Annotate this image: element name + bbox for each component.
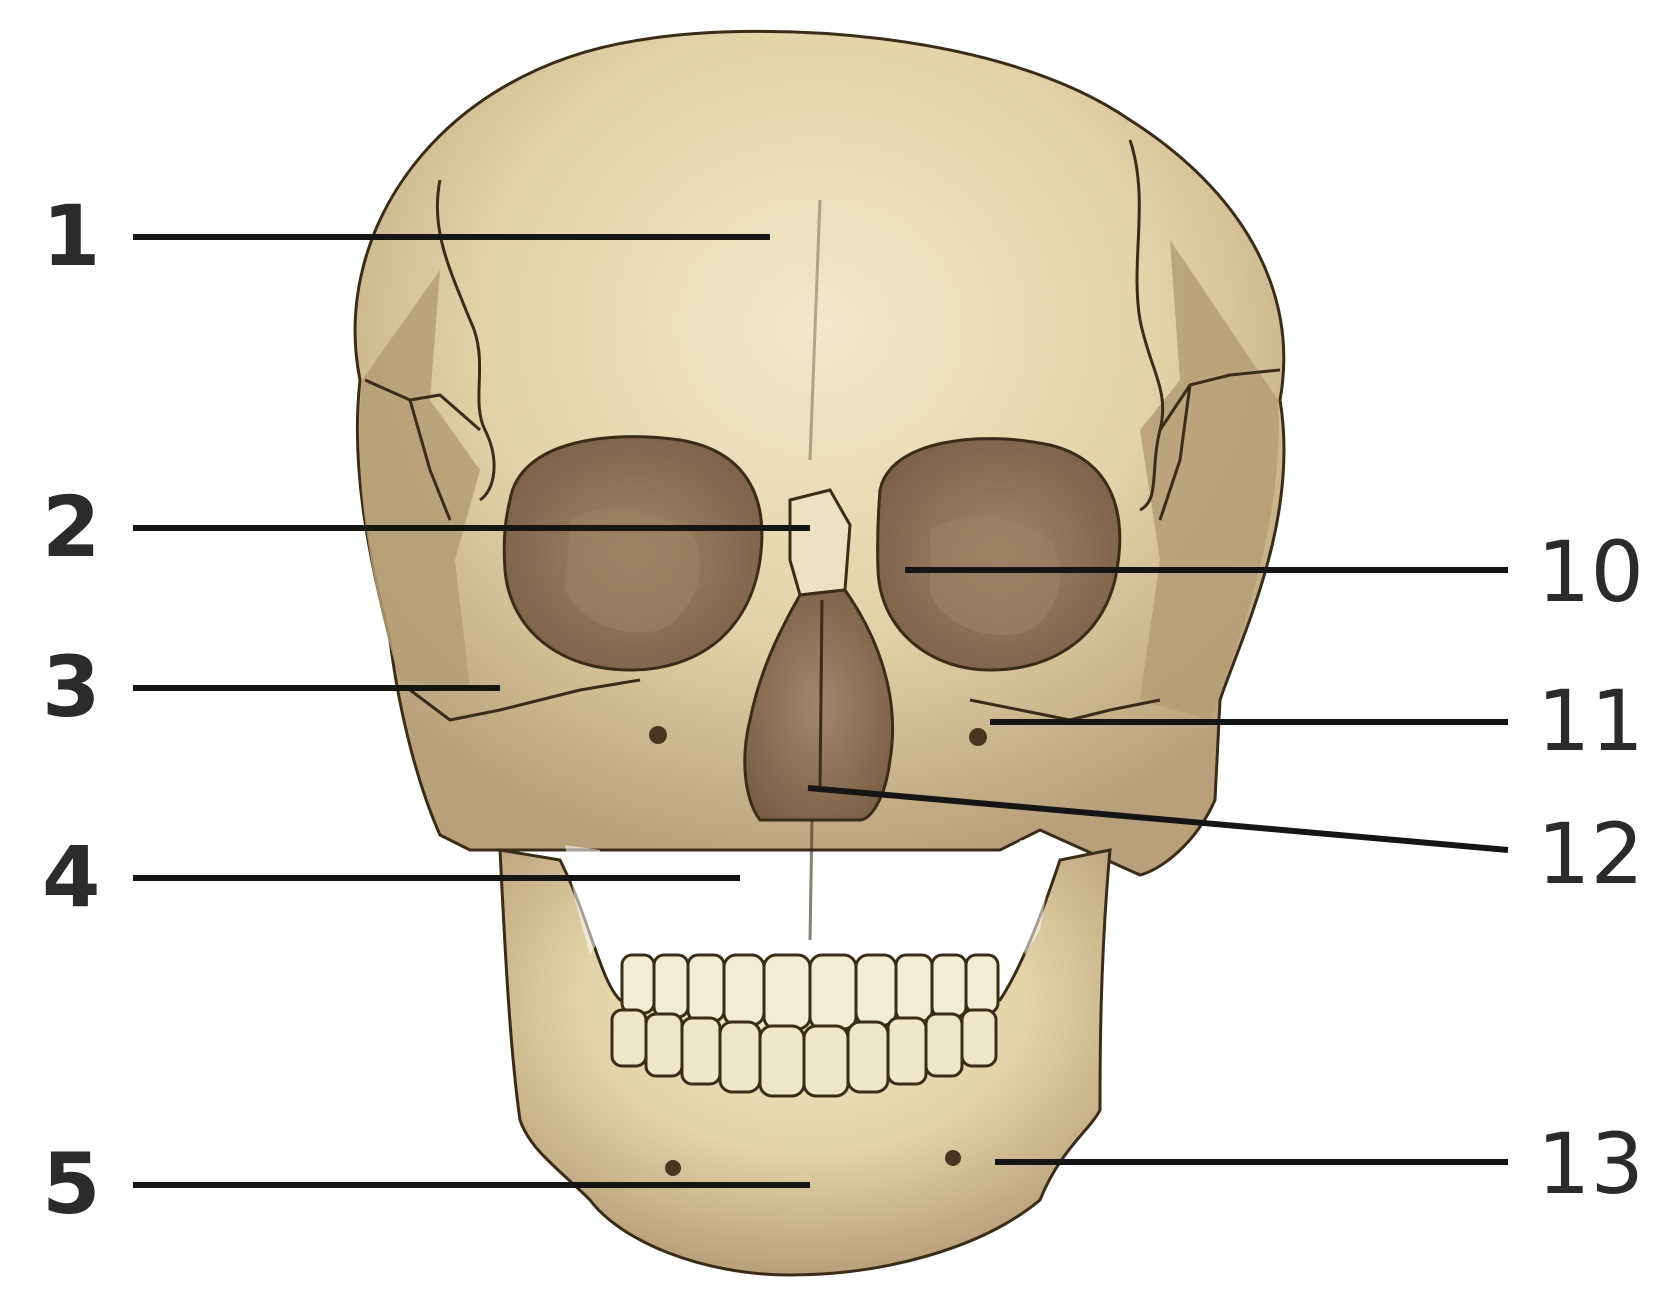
label-11: 11 — [1537, 672, 1644, 770]
skull-illustration — [355, 31, 1284, 1275]
infraorbital-foramen-right — [969, 728, 987, 746]
label-2: 2 — [42, 478, 100, 576]
label-13: 13 — [1537, 1115, 1644, 1213]
nasal-septum — [820, 600, 822, 790]
label-5: 5 — [42, 1135, 100, 1233]
maxilla-midline — [810, 820, 812, 940]
mental-foramen-left — [665, 1160, 681, 1176]
label-3: 3 — [42, 638, 100, 736]
label-10: 10 — [1537, 523, 1644, 621]
labels-right: 10 11 12 13 — [1537, 523, 1644, 1213]
orbit-right-inner — [930, 518, 1060, 635]
label-12: 12 — [1537, 805, 1644, 903]
labels-left: 1 2 3 4 5 — [42, 187, 100, 1233]
label-1: 1 — [42, 187, 100, 285]
mental-foramen-right — [945, 1150, 961, 1166]
label-4: 4 — [42, 828, 100, 926]
infraorbital-foramen-left — [649, 726, 667, 744]
